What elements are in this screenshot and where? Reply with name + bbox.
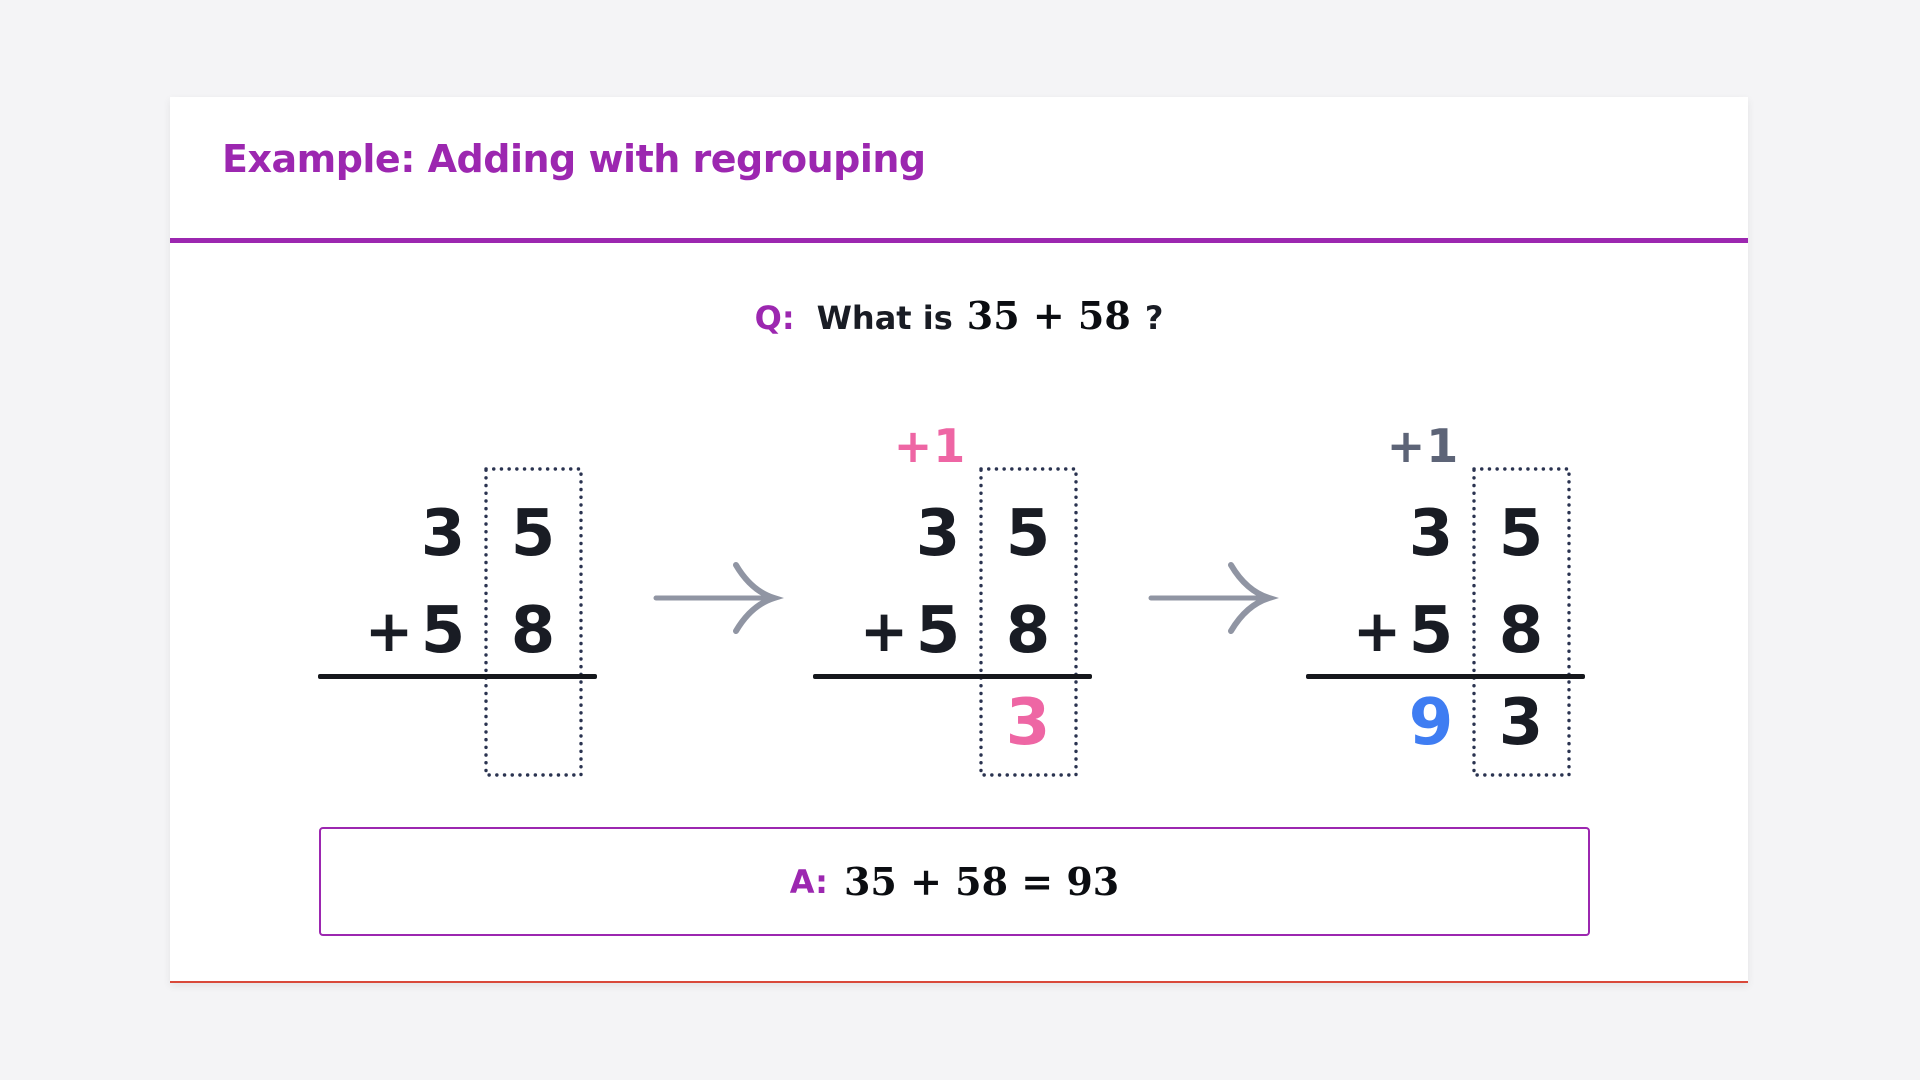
ones-column-highlight-box <box>979 467 1078 777</box>
question-text: What is <box>816 299 953 337</box>
addend-bottom-ones: 8 <box>510 594 556 668</box>
sum-line <box>1306 674 1585 679</box>
plus-sign: + <box>1352 597 1402 665</box>
answer-box: A: 35 + 58 = 93 <box>319 827 1590 936</box>
ones-column-highlight-box <box>484 467 583 777</box>
title-divider <box>170 238 1748 243</box>
carry-label: +1 <box>1386 419 1460 473</box>
addend-bottom-tens: 5 <box>1408 594 1454 668</box>
answer-label: A: <box>789 862 828 901</box>
sum-line <box>318 674 597 679</box>
addend-top-ones: 5 <box>510 497 556 571</box>
addend-top-ones: 5 <box>1498 497 1544 571</box>
addition-step-1: 3 5 + 5 8 <box>318 420 597 792</box>
example-card: Example: Adding with regrouping Q: What … <box>170 97 1748 983</box>
addition-step-2: +1 3 5 + 5 8 3 <box>813 420 1092 792</box>
question-line: Q: What is 35 + 58 ? <box>170 293 1748 338</box>
carry-label: +1 <box>893 419 967 473</box>
question-label: Q: <box>754 299 795 337</box>
answer-math: 35 + 58 = 93 <box>843 859 1120 904</box>
result-ones: 3 <box>1005 686 1051 760</box>
addend-top-tens: 3 <box>420 497 466 571</box>
right-arrow-icon <box>1148 562 1279 634</box>
addend-top-ones: 5 <box>1005 497 1051 571</box>
addend-bottom-tens: 5 <box>915 594 961 668</box>
result-ones: 3 <box>1498 686 1544 760</box>
addend-bottom-tens: 5 <box>420 594 466 668</box>
addend-top-tens: 3 <box>1408 497 1454 571</box>
question-math: 35 + 58 <box>966 293 1131 338</box>
question-mark: ? <box>1144 299 1164 337</box>
addend-bottom-ones: 8 <box>1498 594 1544 668</box>
addend-top-tens: 3 <box>915 497 961 571</box>
plus-sign: + <box>364 597 414 665</box>
right-arrow-icon <box>653 562 784 634</box>
plus-sign: + <box>859 597 909 665</box>
sum-line <box>813 674 1092 679</box>
page-title: Example: Adding with regrouping <box>222 137 926 181</box>
addition-step-3: +1 3 5 + 5 8 9 3 <box>1306 420 1585 792</box>
result-tens: 9 <box>1408 686 1454 760</box>
addend-bottom-ones: 8 <box>1005 594 1051 668</box>
ones-column-highlight-box <box>1472 467 1571 777</box>
